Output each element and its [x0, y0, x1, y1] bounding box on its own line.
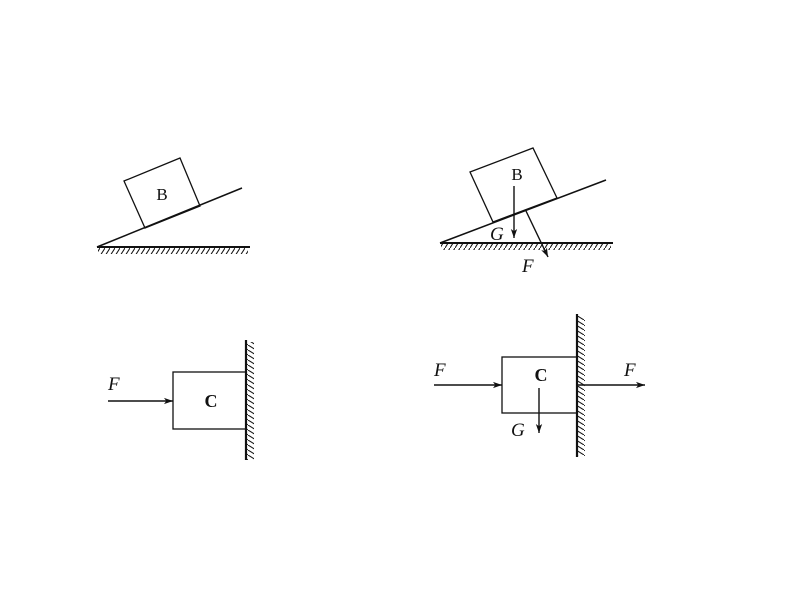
push-force-label: F [433, 360, 446, 381]
incline-surface [439, 179, 607, 244]
block-b-label: B [156, 185, 167, 204]
gravity-label: G [490, 224, 504, 245]
wall-hatching [246, 342, 254, 460]
diagram-incline-block: B [96, 157, 250, 254]
diagram-wall-block: C F [107, 340, 254, 460]
ground-hatching [441, 243, 611, 250]
block-c-label: C [535, 365, 548, 385]
support-force-arrow [525, 210, 549, 258]
support-force-label: F [521, 256, 534, 277]
wall-hatching [577, 316, 585, 456]
wall-force-label: F [623, 360, 636, 381]
ground-hatching [98, 247, 248, 254]
block-b [123, 157, 201, 229]
block-b-label: B [511, 165, 522, 184]
block-b [469, 147, 558, 223]
block-c-label: C [205, 391, 218, 411]
push-force-label: F [107, 374, 120, 395]
diagram-incline-block-forces: B G F [439, 147, 613, 277]
gravity-label: G [511, 420, 525, 441]
diagram-wall-block-forces: C F G F [433, 314, 645, 457]
